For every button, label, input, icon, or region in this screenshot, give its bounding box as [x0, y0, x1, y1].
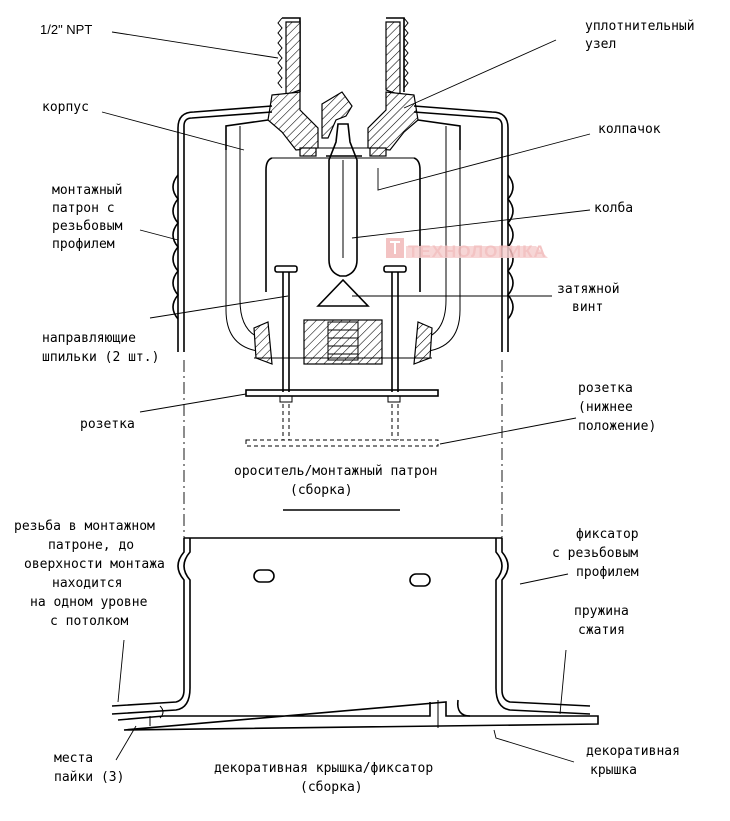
label-mount-2: патрон с [52, 201, 115, 216]
body-base [253, 321, 433, 365]
label-assembly2-2: (сборка) [300, 780, 363, 795]
label-npt: 1/2" NPT [40, 22, 92, 37]
label-mount-4: профилем [52, 237, 115, 252]
set-screw [303, 278, 383, 365]
label-spring-1: пружина [574, 604, 629, 619]
rosette-plate [245, 389, 439, 403]
label-thread-2: патроне, до [48, 538, 134, 553]
label-body: корпус [42, 100, 89, 115]
threaded-inlet [277, 17, 409, 96]
guide-pins [274, 265, 407, 392]
label-seal-1: уплотнительный [585, 19, 695, 34]
label-retainer-2: с резьбовым [552, 546, 638, 561]
alignment-lines [183, 360, 503, 545]
glass-bulb [328, 123, 358, 277]
label-pins-2: шпильки (2 шт.) [42, 350, 159, 365]
label-seal-2: узел [585, 37, 616, 52]
label-cover-1: декоративная [586, 744, 680, 759]
label-rosette: розетка [80, 417, 135, 432]
decorative-cover [117, 699, 599, 731]
label-cap: колпачок [598, 122, 661, 137]
label-rosette-low-2: (нижнее [578, 400, 633, 415]
label-thread-6: с потолком [50, 614, 128, 629]
label-thread-3: оверхности монтажа [24, 557, 165, 572]
label-mount-3: резьбовым [52, 219, 123, 234]
label-pins-1: направляющие [42, 331, 136, 346]
watermark-text: ТЕХНОЛОГИКА [408, 242, 547, 261]
sprinkler-body-section [225, 91, 461, 157]
label-solder-2: пайки (3) [54, 770, 124, 785]
label-screw-1: затяжной [557, 282, 620, 297]
label-rosette-low-3: положение) [578, 419, 656, 434]
label-rosette-low-1: розетка [578, 381, 633, 396]
labels: 1/2" NPT уплотнительный узел корпус колп… [14, 19, 695, 795]
lower-assembly [111, 537, 599, 731]
label-thread-5: на одном уровне [30, 595, 148, 610]
label-retainer-1: фиксатор [576, 527, 639, 542]
label-bulb: колба [594, 201, 633, 216]
label-retainer-3: профилем [576, 565, 639, 580]
label-thread-1: резьба в монтажном [14, 519, 155, 534]
label-mount-1: монтажный [52, 183, 122, 198]
watermark-logo: ТЕХНОЛОГИКА [386, 238, 548, 261]
rosette-lower-position [245, 404, 439, 447]
label-assembly2-1: декоративная крышка/фиксатор [214, 761, 433, 776]
retainer-cup [111, 537, 591, 715]
label-solder-1: места [54, 751, 93, 766]
frame-arms [265, 157, 421, 292]
label-spring-2: сжатия [578, 623, 625, 638]
label-cover-2: крышка [590, 763, 637, 778]
label-assembly1-1: ороситель/монтажный патрон [234, 464, 438, 479]
upper-assembly [172, 17, 514, 511]
label-screw-2: винт [572, 300, 603, 315]
label-thread-4: находится [52, 576, 122, 591]
label-assembly1-2: (сборка) [290, 483, 353, 498]
leader-lines [101, 31, 591, 763]
solder-points [159, 705, 164, 719]
